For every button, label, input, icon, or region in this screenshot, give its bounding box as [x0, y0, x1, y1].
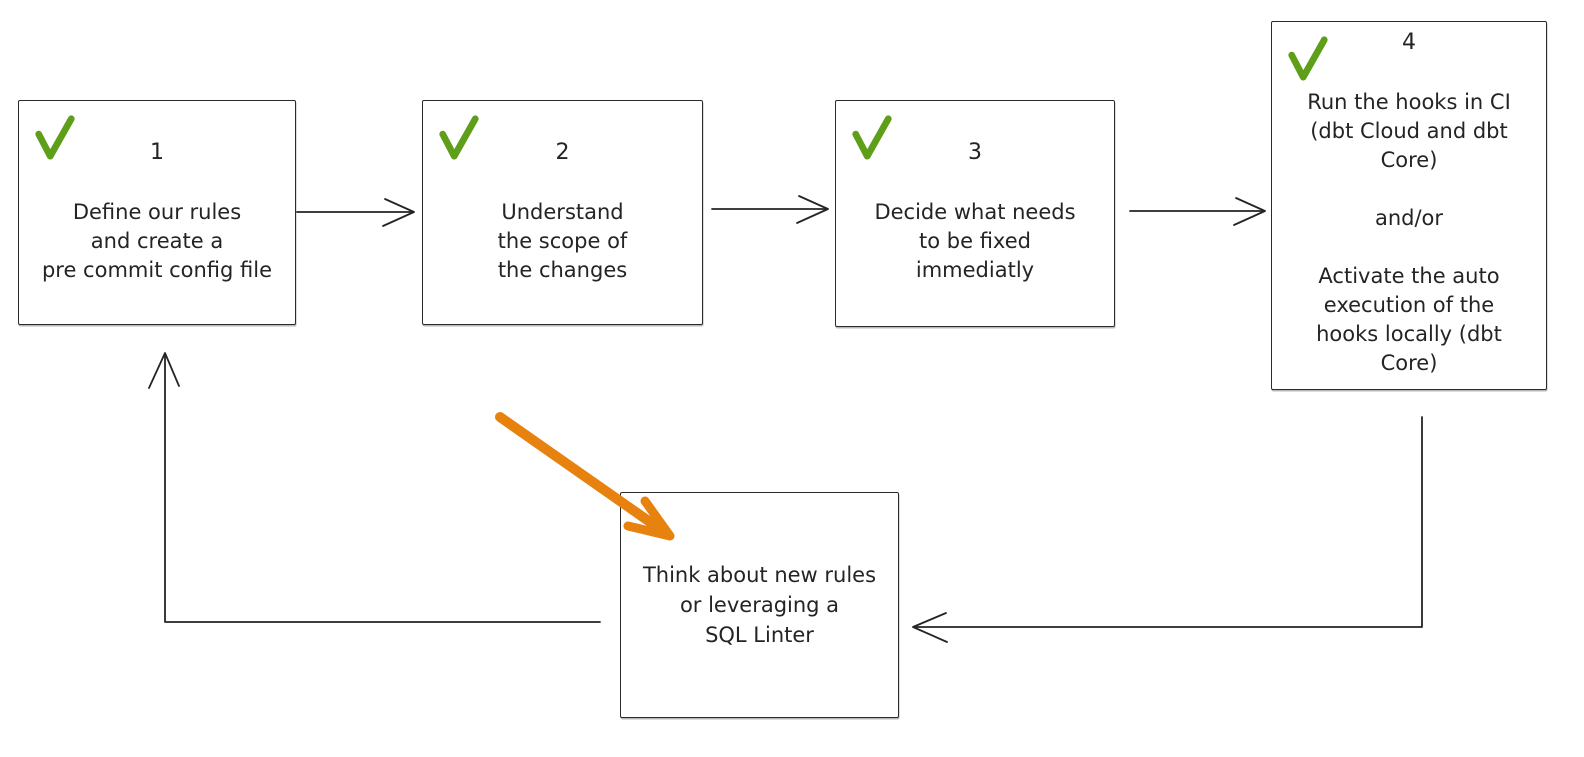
- text-line: [1272, 175, 1546, 204]
- step-box-2[interactable]: 2 Understand the scope of the changes: [422, 100, 703, 325]
- step-number: 4: [1402, 30, 1416, 55]
- text-line: Activate the auto: [1318, 264, 1500, 288]
- checkmark-icon: [35, 115, 75, 160]
- text-line: Decide what needs: [874, 200, 1076, 224]
- step-number: 3: [968, 140, 982, 165]
- text-line: pre commit config file: [41, 258, 273, 282]
- step-number: 2: [555, 140, 570, 165]
- text-line: Think about new rules: [642, 563, 877, 587]
- text-line: or leveraging a: [679, 593, 840, 617]
- step-number: 1: [150, 140, 164, 165]
- step-box-1[interactable]: 1 Define our rules and create a pre comm…: [18, 100, 296, 325]
- text-line: [1272, 233, 1546, 262]
- text-line: hooks locally (dbt: [1316, 322, 1502, 346]
- text-line: Understand: [501, 200, 624, 224]
- checkmark-icon: [1288, 36, 1328, 81]
- text-line: Core): [1380, 351, 1438, 375]
- text-line: Run the hooks in CI: [1307, 90, 1511, 114]
- loop-box[interactable]: Think about new rules or leveraging a SQ…: [620, 492, 899, 718]
- arrow-loop-box-to-step1[interactable]: [148, 352, 601, 623]
- text-line: immediatly: [915, 258, 1035, 282]
- checkmark-icon: [852, 115, 892, 160]
- step-text: Run the hooks in CI (dbt Cloud and dbt C…: [1272, 88, 1546, 378]
- arrow-step2-to-step3[interactable]: [711, 195, 829, 224]
- text-line: and create a: [90, 229, 224, 253]
- step-text: Decide what needs to be fixed immediatly: [836, 198, 1114, 285]
- loop-text: Think about new rules or leveraging a SQ…: [621, 560, 898, 650]
- text-line: the changes: [497, 258, 628, 282]
- text-line: and/or: [1374, 206, 1444, 230]
- step-text: Understand the scope of the changes: [423, 198, 702, 285]
- text-line: SQL Linter: [705, 623, 814, 647]
- text-line: the scope of: [497, 229, 628, 253]
- step-text: Define our rules and create a pre commit…: [19, 198, 295, 285]
- arrow-step4-to-loop-box[interactable]: [912, 416, 1423, 643]
- text-line: execution of the: [1323, 293, 1495, 317]
- step-box-4[interactable]: 4 Run the hooks in CI (dbt Cloud and dbt…: [1271, 21, 1547, 390]
- arrow-step1-to-step2[interactable]: [296, 198, 415, 227]
- text-line: (dbt Cloud and dbt: [1310, 119, 1508, 143]
- text-line: Core): [1380, 148, 1438, 172]
- arrow-step3-to-step4[interactable]: [1129, 197, 1266, 226]
- step-box-3[interactable]: 3 Decide what needs to be fixed immediat…: [835, 100, 1115, 327]
- text-line: Define our rules: [72, 200, 242, 224]
- text-line: to be fixed: [919, 229, 1031, 253]
- checkmark-icon: [439, 115, 479, 160]
